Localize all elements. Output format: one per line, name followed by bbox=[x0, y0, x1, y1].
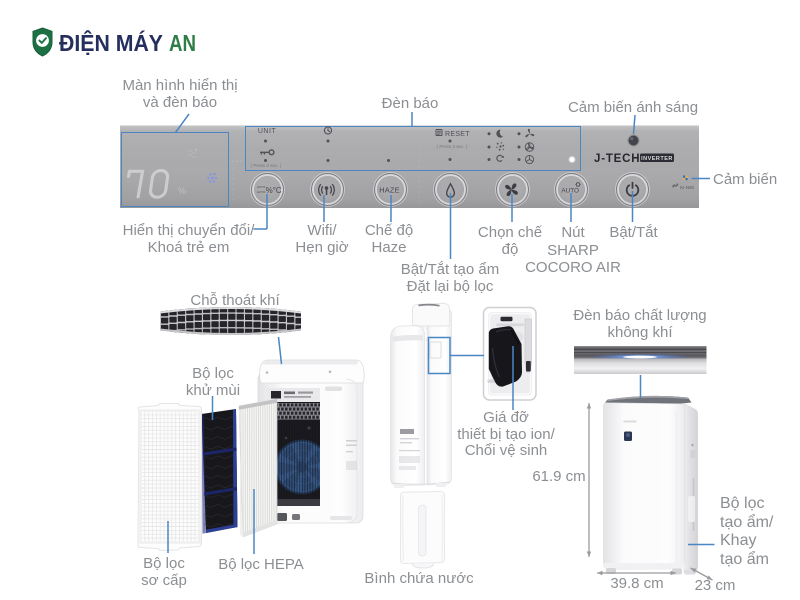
svg-text:ĐIỆN MÁY: ĐIỆN MÁY bbox=[59, 29, 163, 56]
svg-text:KI-N50: KI-N50 bbox=[680, 185, 695, 190]
svg-text:( Press 3 sec. ): ( Press 3 sec. ) bbox=[437, 144, 468, 149]
svg-text:AN: AN bbox=[169, 30, 196, 56]
svg-text:AUTO: AUTO bbox=[257, 185, 266, 189]
svg-text:%°C: %°C bbox=[266, 186, 282, 195]
svg-text:J-TECH: J-TECH bbox=[594, 153, 640, 165]
svg-text:INVERTER: INVERTER bbox=[641, 156, 673, 162]
svg-text:( Press 3 sec. ): ( Press 3 sec. ) bbox=[251, 163, 282, 168]
svg-text:HAZE: HAZE bbox=[380, 185, 401, 194]
svg-text:RESET: RESET bbox=[445, 131, 470, 138]
svg-text:AUTO: AUTO bbox=[561, 187, 579, 194]
svg-text:AUTO: AUTO bbox=[257, 190, 266, 194]
svg-text:UNIT: UNIT bbox=[258, 128, 277, 135]
svg-text:%: % bbox=[178, 186, 186, 196]
